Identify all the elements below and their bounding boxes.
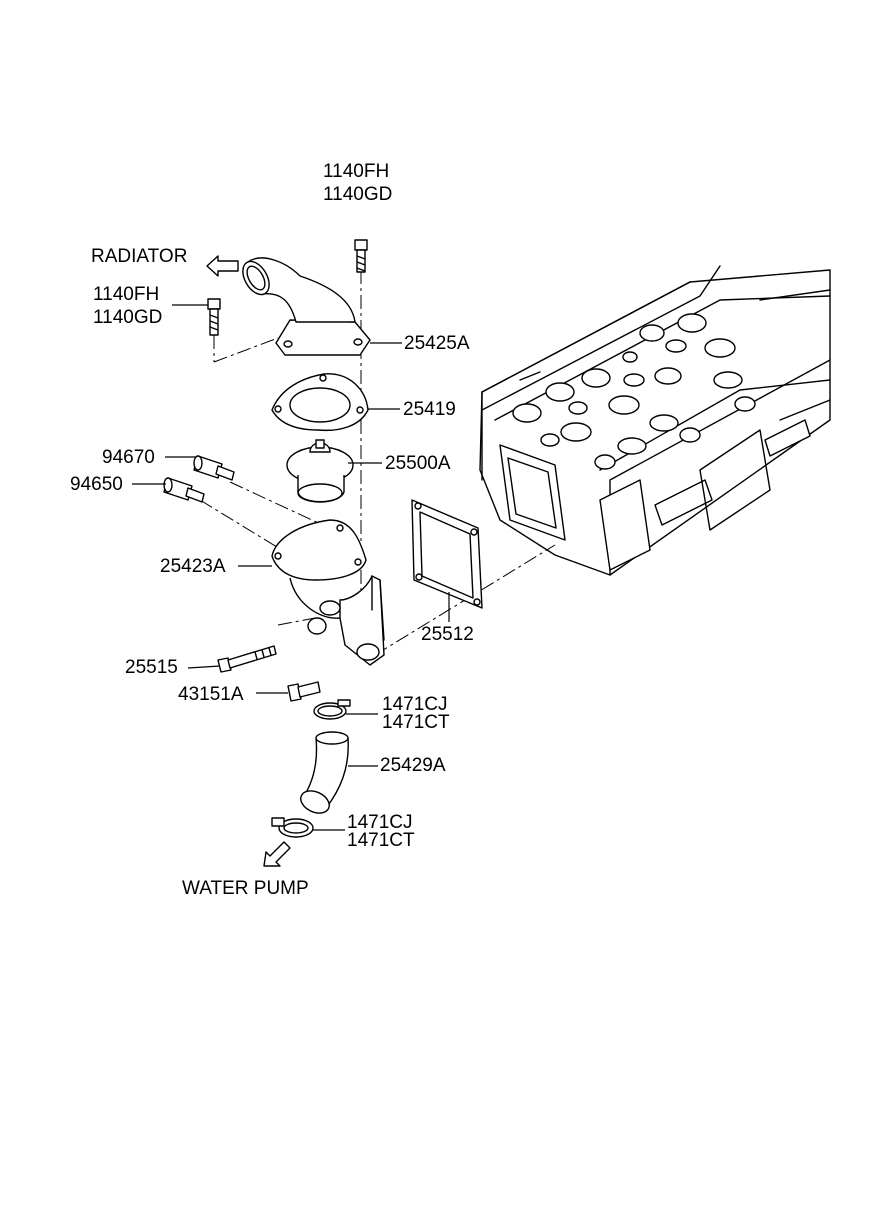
block-gasket-drawing bbox=[411, 499, 483, 609]
label-thermostat: 25500A bbox=[385, 453, 451, 474]
top-bolt-drawing bbox=[354, 239, 368, 273]
label-upper-clamp-a: 1471CJ bbox=[382, 694, 448, 715]
thermostat-housing-drawing bbox=[271, 519, 385, 666]
label-hose: 25429A bbox=[380, 755, 446, 776]
lower-clamp-drawing bbox=[271, 817, 314, 838]
label-side-bolt-b: 1140GD bbox=[93, 307, 163, 328]
label-sensor-a: 94670 bbox=[102, 447, 155, 468]
label-radiator: RADIATOR bbox=[91, 246, 188, 267]
leader-lines bbox=[132, 304, 450, 831]
label-water-pump: WATER PUMP bbox=[182, 878, 309, 899]
hose-drawing bbox=[300, 731, 349, 814]
upper-gasket-drawing bbox=[271, 373, 369, 432]
label-side-bolt-a: 1140FH bbox=[93, 284, 160, 305]
label-sensor-b: 94650 bbox=[70, 474, 123, 495]
outlet-fitting-drawing bbox=[242, 257, 371, 356]
label-outlet-fitting: 25425A bbox=[404, 333, 470, 354]
hollow-arrow-down-left-icon bbox=[263, 841, 291, 867]
label-top-bolt-a: 1140FH bbox=[323, 161, 390, 182]
side-bolt-drawing bbox=[207, 298, 221, 336]
hollow-arrow-left-icon bbox=[206, 255, 239, 277]
label-lower-clamp-b: 1471CT bbox=[347, 830, 415, 851]
sensor-94650-drawing bbox=[163, 477, 205, 503]
label-upper-gasket: 25419 bbox=[403, 399, 456, 420]
thermostat-drawing bbox=[286, 439, 354, 503]
label-upper-clamp-b: 1471CT bbox=[382, 712, 450, 733]
sensor-94670-drawing bbox=[193, 455, 235, 481]
label-housing: 25423A bbox=[160, 556, 226, 577]
long-bolt-drawing bbox=[217, 645, 277, 673]
label-top-bolt-b: 1140GD bbox=[323, 184, 393, 205]
label-long-bolt: 25515 bbox=[125, 657, 178, 678]
label-short-bolt: 43151A bbox=[178, 684, 244, 705]
label-lower-clamp-a: 1471CJ bbox=[347, 812, 413, 833]
cylinder-head-drawing bbox=[479, 265, 831, 576]
upper-clamp-drawing bbox=[313, 699, 351, 720]
short-bolt-drawing bbox=[287, 681, 321, 702]
label-block-gasket: 25512 bbox=[421, 624, 474, 645]
